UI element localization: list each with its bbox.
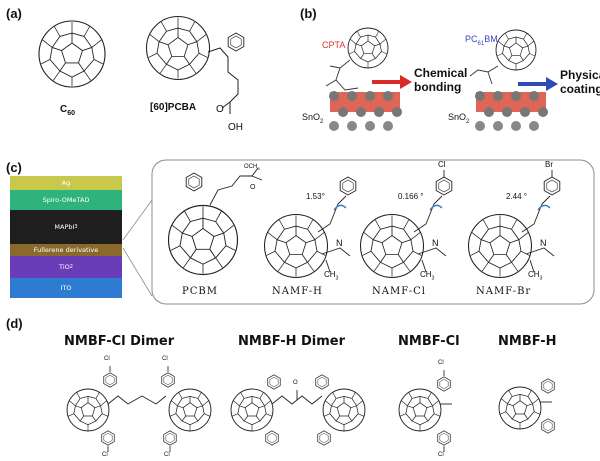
d-cl-5: Cl: [438, 360, 444, 366]
namf-br-n: N: [540, 238, 547, 248]
d-cl-3: Cl: [102, 452, 108, 458]
sno2-right-label: SnO2: [448, 112, 470, 125]
nmbf-h-structure: [498, 378, 555, 434]
namf-h-ch3: CH3: [324, 270, 339, 282]
title-nmbf-cl-dimer: NMBF-Cl Dimer: [64, 334, 175, 349]
stack-layer-spiro: Spiro-OMeTAD: [10, 190, 122, 210]
stack-layer-ito: ITO: [10, 278, 122, 298]
panel-c-label: (c): [6, 160, 22, 175]
cpta-label: CPTA: [322, 40, 346, 50]
pcbm-structure: [167, 167, 263, 276]
angle-namf-br: 2.44 °: [506, 192, 527, 201]
d-cl-2: Cl: [162, 356, 168, 362]
namf-br-ch3: CH3: [528, 270, 543, 282]
namf-cl-ch3: CH3: [420, 270, 435, 282]
stack-layer-fullerene: Fullerene derivative: [10, 244, 122, 256]
molecule-box: [151, 159, 595, 305]
name-namf-h: NAMF-H: [272, 286, 323, 297]
pcbm-o: O: [250, 184, 256, 191]
namf-br-br: Br: [545, 160, 553, 169]
title-nmbf-cl: NMBF-Cl: [398, 334, 460, 349]
c60-label: C60: [60, 104, 76, 117]
pcba-molecule: [145, 15, 245, 114]
pcba-label: [60]PCBA: [150, 102, 197, 113]
nmbf-cl-dimer-structure: [66, 366, 212, 452]
angle-namf-h: 1.53°: [306, 192, 325, 201]
nmbf-h-dimer-structure: [230, 374, 366, 446]
pcba-o: O: [216, 104, 224, 115]
name-namf-br: NAMF-Br: [476, 286, 532, 297]
c60-molecule: [38, 20, 106, 88]
angle-namf-cl: 0.166 °: [398, 192, 424, 201]
namf-h-n: N: [336, 238, 343, 248]
title-nmbf-h-dimer: NMBF-H Dimer: [238, 334, 346, 349]
panel-d-label: (d): [6, 316, 23, 331]
pcbm-on-sno2: [469, 29, 558, 131]
namf-cl-n: N: [432, 238, 439, 248]
pcbm-label: PC61BM: [465, 34, 498, 47]
name-pcbm: PCBM: [182, 286, 218, 297]
namf-h-structure: [263, 176, 357, 279]
connector-lines: [122, 199, 153, 297]
physical-coating-label: Physicalcoating: [560, 68, 600, 96]
title-nmbf-h: NMBF-H: [498, 334, 557, 349]
sno2-left-label: SnO2: [302, 112, 324, 125]
stack-layer-ag: Ag: [10, 176, 122, 190]
d-o: O: [293, 380, 298, 386]
panel-a-label: (a): [6, 6, 22, 21]
cpta-on-sno2: [325, 27, 412, 131]
namf-cl-structure: [359, 170, 453, 279]
d-cl-6: Cl: [438, 452, 444, 458]
nmbf-cl-structure: [398, 370, 452, 452]
name-namf-cl: NAMF-Cl: [372, 286, 426, 297]
panel-b-label: (b): [300, 6, 317, 21]
d-cl-4: Cl: [164, 452, 170, 458]
namf-cl-cl: Cl: [438, 160, 446, 169]
pcbm-och3: OCH3: [244, 164, 260, 172]
pcba-oh: OH: [228, 122, 243, 133]
namf-br-structure: [467, 170, 561, 279]
d-cl-1: Cl: [104, 356, 110, 362]
